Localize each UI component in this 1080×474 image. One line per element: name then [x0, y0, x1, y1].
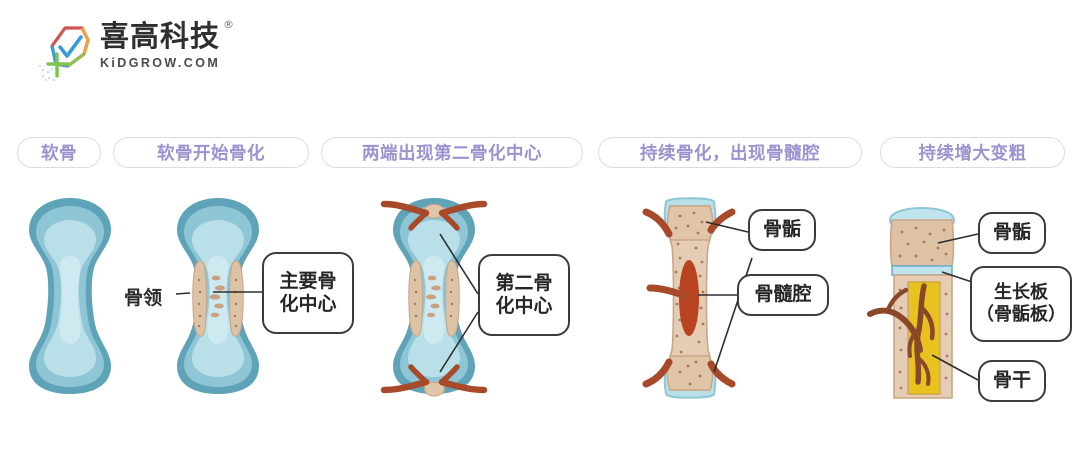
annotation-bone-collar: 骨领	[124, 287, 163, 309]
stage-label-secondary-centers: 两端出现第二骨化中心	[321, 137, 583, 168]
figure-secondary-center-model	[378, 190, 490, 400]
callout-line-1: 第二骨	[495, 271, 553, 294]
callout-epiphysis-stage5: 骨骺	[978, 212, 1046, 254]
callout-growth-plate: 生长板 （骨骺板）	[970, 266, 1072, 342]
brand-name-cn: 喜高科技	[100, 19, 221, 53]
brand-name-en: KiDGROW.COM	[100, 56, 221, 70]
callout-line-2: 化中心	[495, 295, 553, 317]
callout-secondary-ossification-center: 第二骨 化中心	[478, 254, 570, 336]
callout-line-1: 主要骨	[279, 269, 337, 292]
callout-diaphysis: 骨干	[978, 360, 1046, 402]
stage-label-medullary-cavity: 持续骨化，出现骨髓腔	[598, 137, 862, 168]
callout-primary-ossification-center: 主要骨 化中心	[262, 252, 354, 334]
registered-trademark-icon: ®	[223, 18, 236, 31]
stage-label-ossification-begins: 软骨开始骨化	[113, 137, 309, 168]
stage-label-cartilage: 软骨	[17, 137, 101, 168]
figure-cartilage-model	[18, 196, 122, 396]
kidgrow-tag-check-logo-icon	[38, 20, 96, 82]
callout-line-1: 生长板	[994, 282, 1048, 304]
callout-line-2: 化中心	[279, 293, 337, 315]
callout-line-1: 骨干	[992, 369, 1031, 392]
stage-label-enlargement: 持续增大变粗	[880, 137, 1065, 168]
brand-wordmark: 喜高科技 ® KiDGROW.COM	[100, 19, 234, 70]
brand-logo: 喜高科技 ® KiDGROW.COM	[38, 16, 278, 86]
callout-line-2: （骨骺板）	[976, 304, 1066, 325]
figure-mature-bone-model	[867, 198, 976, 400]
callout-line-1: 骨骺	[762, 218, 801, 241]
figure-bone-collar-model	[164, 196, 272, 396]
callout-line-1: 骨髓腔	[754, 283, 812, 306]
callout-medullary-cavity: 骨髓腔	[737, 274, 829, 316]
callout-line-1: 骨骺	[992, 221, 1031, 244]
callout-epiphysis-stage4: 骨骺	[748, 209, 816, 251]
figure-medullary-cavity-model	[636, 196, 744, 400]
